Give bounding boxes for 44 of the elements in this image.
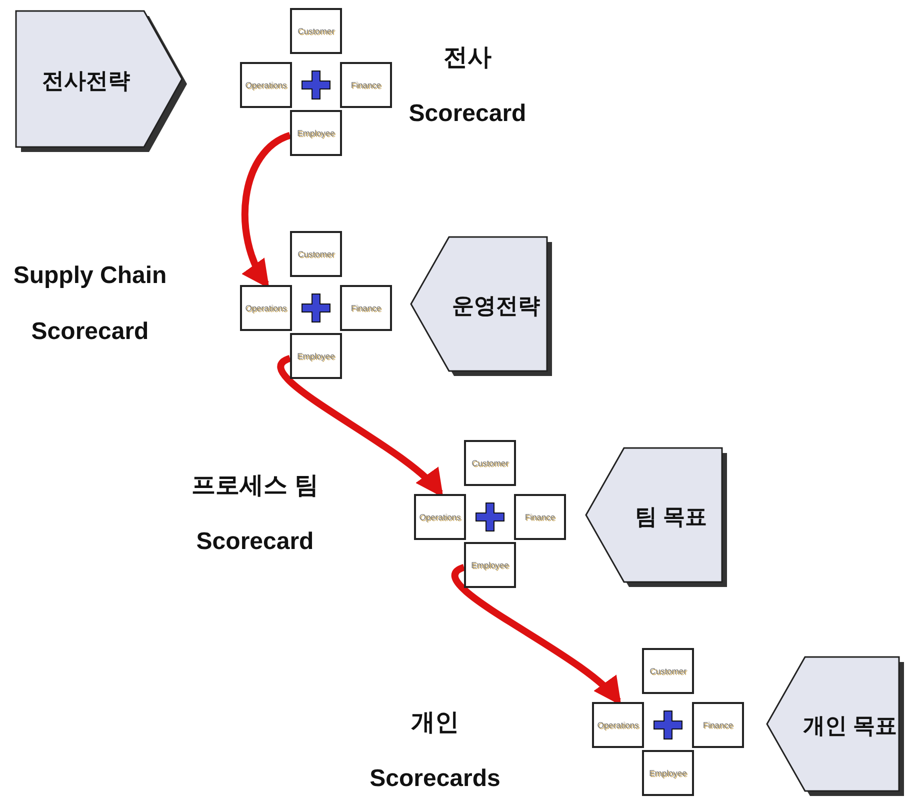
perspective-label: Customer [472,458,508,468]
scorecard-caption: 프로세스 팀 Scorecard [190,471,320,557]
chevron-box [15,10,187,152]
perspective-box [290,110,342,156]
perspective-label: Customer [298,249,334,259]
perspective-box [340,285,392,331]
perspective-label: Operations [245,80,287,90]
perspective-label: Employee [471,560,509,570]
perspective-box [642,648,694,694]
perspective-box [464,542,516,588]
perspective-box [290,8,342,54]
strategy-label: 개인 목표 [802,712,898,740]
perspective-label: Employee [649,768,687,778]
perspective-label: Finance [350,303,382,313]
chevron-box [410,236,552,376]
perspective-box [592,702,644,748]
chevron-box [766,656,904,796]
perspective-box [642,750,694,796]
strategy-label: 전사전략 [42,67,130,95]
perspective-label: Employee [297,351,335,361]
perspective-box [464,440,516,486]
strategy-label: 팀 목표 [634,503,708,531]
perspective-label: Operations [419,512,461,522]
chevron-box [585,447,727,587]
perspective-label: Finance [350,80,382,90]
perspective-box [514,494,566,540]
scorecard-caption: Supply Chain Scorecard [12,261,168,347]
perspective-box [340,62,392,108]
perspective-box [414,494,466,540]
perspective-label: Operations [597,720,639,730]
perspective-label: Customer [298,26,334,36]
perspective-box [290,231,342,277]
perspective-box [240,62,292,108]
perspective-label: Employee [297,128,335,138]
perspective-label: Finance [702,720,734,730]
scorecard-caption: 개인 Scorecards [368,708,502,794]
perspective-label: Finance [524,512,556,522]
scorecard-caption: 전사 Scorecard [408,43,528,129]
perspective-box [240,285,292,331]
perspective-box [692,702,744,748]
strategy-label: 운영전략 [452,292,540,320]
perspective-box [290,333,342,379]
perspective-label: Customer [650,666,686,676]
perspective-label: Operations [245,303,287,313]
